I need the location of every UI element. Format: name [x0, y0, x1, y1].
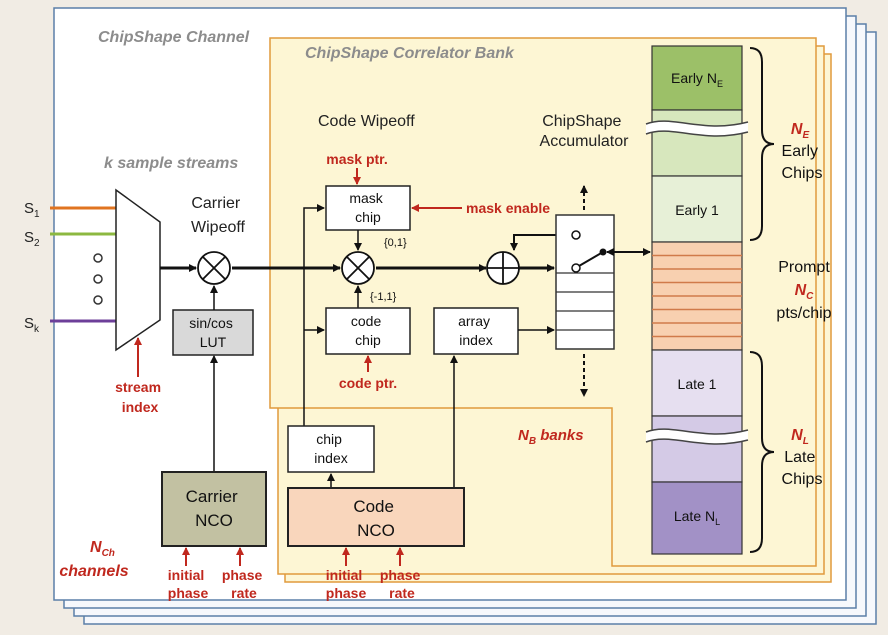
code-chip-box [325, 307, 411, 355]
mask-enable-label: mask enable [466, 200, 550, 216]
mask-range-label: {0,1} [384, 237, 407, 249]
carrier-nco-label: Carrier NCO [186, 487, 243, 530]
carrier-phase-rate-label: phase rate [222, 567, 266, 601]
chip-memory-column [645, 45, 749, 555]
code-wipeoff-label: Code Wipeoff [318, 113, 415, 130]
late-1-label: Late 1 [678, 376, 717, 392]
code-phase-rate-label: phase rate [380, 567, 424, 601]
late-1-cell [651, 349, 743, 417]
stream-index-label: stream index [115, 379, 165, 415]
channels-label: channels [59, 563, 128, 580]
pts-per-chip-label: pts/chip [776, 305, 831, 322]
prompt-n-label: NC [795, 282, 815, 302]
s2-label: S2 [24, 229, 40, 249]
code-multiplier-icon [341, 251, 375, 285]
early-ne-label: Early NE [671, 70, 723, 89]
early-ne-cell [651, 45, 743, 111]
mask-chip-label: mask chip [349, 190, 386, 225]
code-initial-phase-label: initial phase [326, 567, 367, 601]
summer-icon [486, 251, 520, 285]
s1-label: S1 [24, 200, 40, 220]
late-gap-cell [651, 415, 743, 483]
carrier-nco-box [161, 471, 267, 547]
bank-title: ChipShape Correlator Bank [305, 45, 515, 62]
accumulator-register [555, 214, 615, 350]
chip-index-box [287, 425, 375, 473]
early-1-cell [651, 175, 743, 243]
mask-chip-box [325, 185, 411, 231]
nb-banks-label: NB banks [518, 427, 584, 447]
late-chips-label: Late Chips [782, 449, 823, 488]
mask-ptr-label: mask ptr. [326, 151, 387, 167]
code-ptr-label: code ptr. [339, 375, 397, 391]
array-index-box [433, 307, 519, 355]
nch-label: NCh [90, 539, 115, 559]
stream-multiplexer [115, 188, 161, 352]
late-nl-label: Late NL [674, 508, 720, 527]
prompt-label: Prompt [778, 259, 830, 276]
early-chips-label: Early Chips [782, 143, 823, 182]
channel-title: ChipShape Channel [98, 29, 250, 46]
early-gap-cell [651, 109, 743, 177]
early-brace [749, 47, 775, 241]
streams-label: k sample streams [104, 155, 238, 172]
late-brace [749, 351, 775, 553]
early-1-label: Early 1 [675, 202, 719, 218]
late-nl-cell [651, 481, 743, 555]
carrier-initial-phase-label: initial phase [168, 567, 209, 601]
sincos-lut-label: sin/cos LUT [189, 315, 236, 350]
code-nco-box [287, 487, 465, 547]
code-nco-label: Code NCO [353, 497, 398, 540]
carrier-multiplier-icon [197, 251, 231, 285]
code-range-label: {-1,1} [370, 291, 397, 303]
sincos-lut-box [172, 309, 254, 356]
mux-dots [93, 253, 103, 305]
array-index-label: array index [458, 313, 494, 348]
sk-label: Sk [24, 315, 40, 335]
carrier-wipeoff-label: Carrier Wipeoff [191, 195, 246, 236]
early-n-label: NE [791, 121, 810, 141]
accumulator-switch [571, 230, 607, 273]
late-n-label: NL [791, 427, 809, 447]
chip-index-label: chip index [314, 431, 347, 466]
prompt-cells [651, 241, 743, 351]
code-chip-label: code chip [351, 313, 385, 348]
accumulator-title: ChipShape Accumulator [540, 113, 630, 150]
